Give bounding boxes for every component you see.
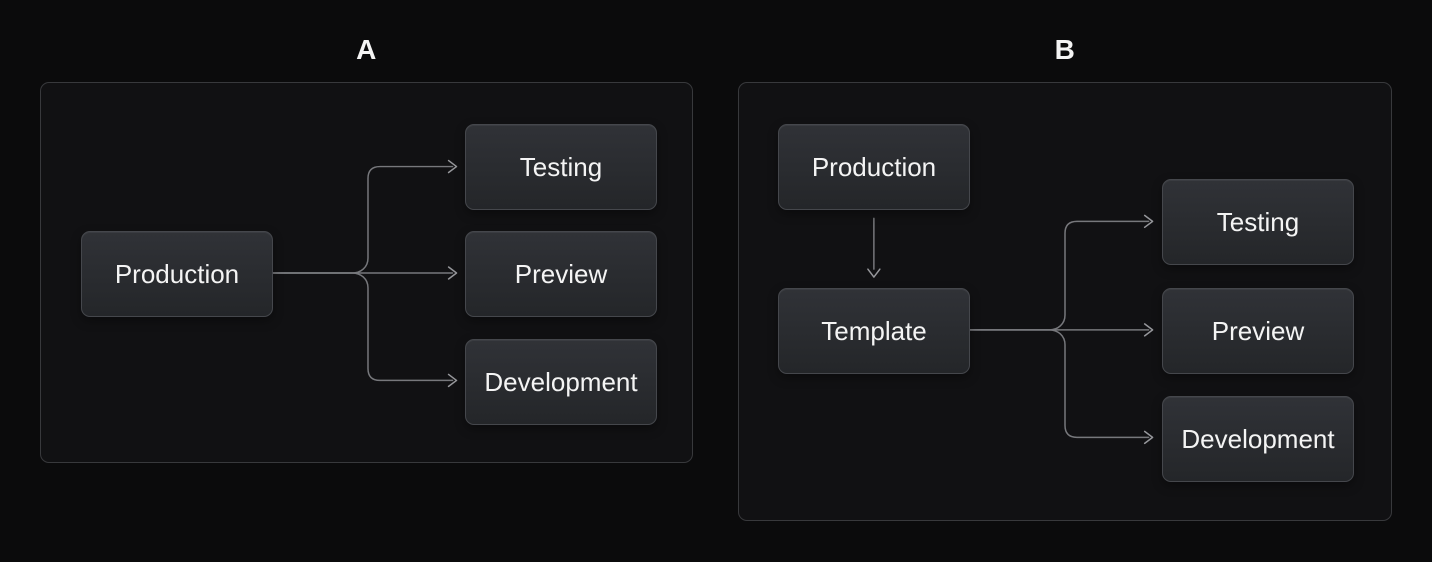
arrow-right-icon bbox=[1143, 430, 1154, 445]
node-production-a-label: Production bbox=[114, 258, 240, 289]
arrow-right-icon bbox=[1143, 323, 1154, 337]
node-production-b: Production bbox=[778, 124, 970, 210]
node-preview-b-label: Preview bbox=[1211, 315, 1305, 346]
arrow-down-icon bbox=[867, 268, 881, 278]
node-production-a: Production bbox=[81, 231, 273, 317]
edge-template-testing bbox=[968, 214, 1154, 331]
edge-template-preview bbox=[968, 323, 1154, 337]
arrow-right-icon bbox=[1143, 214, 1154, 229]
node-development-b: Development bbox=[1162, 396, 1354, 482]
node-development-a: Development bbox=[465, 339, 657, 425]
node-development-a-label: Development bbox=[484, 366, 638, 397]
node-production-b-label: Production bbox=[811, 151, 937, 182]
edge-template-development bbox=[968, 329, 1154, 445]
node-template-b: Template bbox=[778, 288, 970, 374]
arrow-right-icon bbox=[447, 373, 458, 388]
node-template-b-label: Template bbox=[821, 315, 927, 346]
edge-production-development bbox=[271, 272, 458, 388]
panel-a-label: A bbox=[356, 34, 377, 65]
edge-production-template bbox=[867, 217, 881, 278]
node-preview-b: Preview bbox=[1162, 288, 1354, 374]
edge-production-testing bbox=[271, 159, 458, 274]
arrow-right-icon bbox=[447, 159, 458, 174]
node-testing-b: Testing bbox=[1162, 179, 1354, 265]
node-preview-a: Preview bbox=[465, 231, 657, 317]
edge-production-preview bbox=[271, 266, 458, 280]
panel-a: Production Testing Preview Development bbox=[40, 82, 693, 463]
node-development-b-label: Development bbox=[1181, 423, 1335, 454]
arrow-right-icon bbox=[447, 266, 458, 280]
panel-b: Production Template Testing Preview Deve… bbox=[738, 82, 1392, 521]
node-testing-a-label: Testing bbox=[519, 151, 603, 182]
panel-b-label: B bbox=[1054, 34, 1076, 65]
node-testing-a: Testing bbox=[465, 124, 657, 210]
node-testing-b-label: Testing bbox=[1216, 206, 1300, 237]
node-preview-a-label: Preview bbox=[514, 258, 608, 289]
